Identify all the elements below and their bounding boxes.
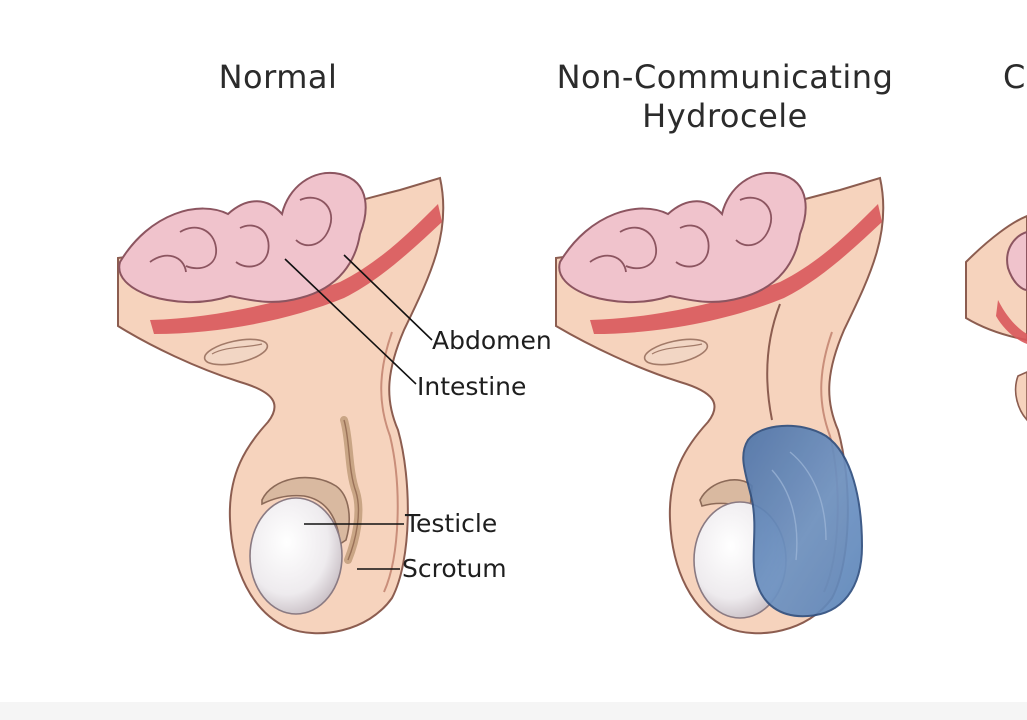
title-line-1: Non-Communicating bbox=[556, 58, 894, 96]
title-line-2: Hydrocele bbox=[642, 97, 808, 135]
title-normal: Normal bbox=[218, 58, 338, 96]
intestine bbox=[118, 171, 367, 304]
abdominal-wall bbox=[590, 204, 882, 334]
intestine bbox=[558, 171, 807, 304]
title-non-communicating-hydrocele: Non-Communicating Hydrocele bbox=[520, 58, 930, 136]
label-scrotum: Scrotum bbox=[402, 554, 507, 583]
hydrocele-panel bbox=[555, 171, 885, 635]
abdominal-wall bbox=[150, 204, 442, 334]
hydrocele-fluid-sac bbox=[742, 424, 864, 618]
bottom-fade-strip bbox=[0, 702, 1027, 720]
normal-panel bbox=[117, 171, 445, 635]
label-abdomen: Abdomen bbox=[432, 326, 552, 355]
label-intestine: Intestine bbox=[417, 372, 527, 401]
testicle bbox=[249, 497, 343, 615]
label-testicle: Testicle bbox=[405, 509, 498, 538]
epididymis bbox=[261, 476, 350, 546]
title-partial-third-panel: C bbox=[1003, 58, 1026, 96]
partial-panel bbox=[965, 214, 1027, 422]
